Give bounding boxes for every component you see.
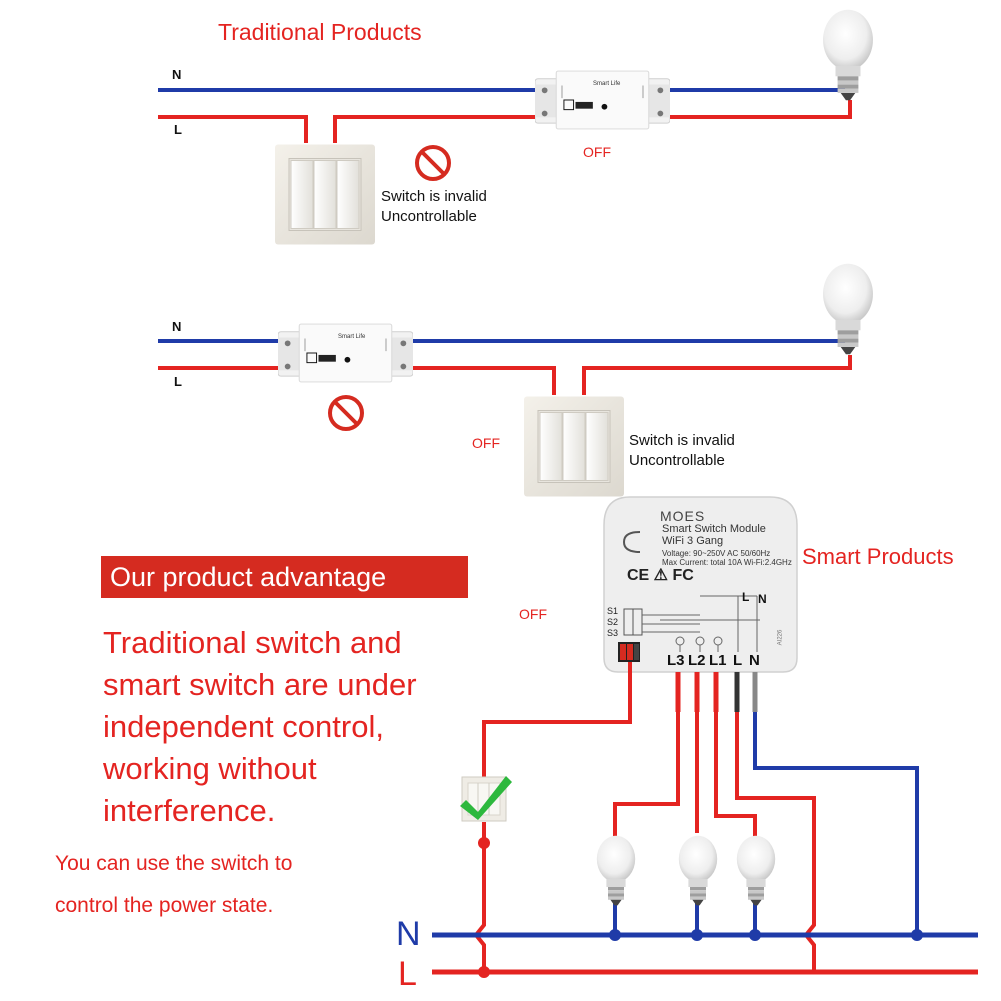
status-off: OFF	[472, 435, 500, 451]
module-spec: Max Current: total 10A Wi-Fi:2.4GHz	[662, 558, 792, 567]
relay-brand: Smart Life	[593, 81, 621, 87]
junction-dot	[691, 929, 703, 941]
light-bulb-icon	[596, 835, 636, 906]
scenario-2	[158, 263, 873, 498]
switched-live-wire	[410, 366, 556, 395]
live-bus-label: L	[398, 955, 417, 993]
model-code: AI226	[777, 629, 784, 646]
invalid-note-line2: Uncontrollable	[629, 452, 725, 469]
switch-input-s1: S1	[607, 606, 619, 616]
switched-live-wire	[333, 115, 538, 143]
live-label: L	[174, 374, 182, 389]
invalid-note-line1: Switch is invalid	[629, 432, 735, 449]
invalid-note-line1: Switch is invalid	[381, 188, 487, 205]
top-terminal-l: L	[742, 590, 750, 604]
neutral-label: N	[172, 67, 182, 82]
advantage-line: smart switch are under	[103, 667, 417, 702]
terminal-l2: L2	[688, 652, 706, 669]
switch-input-wire	[482, 662, 632, 778]
wifi-relay	[535, 70, 670, 130]
terminal-l1: L1	[709, 652, 727, 669]
wall-switch-icon	[524, 395, 624, 498]
junction-dot	[609, 929, 621, 941]
smart-switch-module	[603, 496, 798, 673]
status-off: OFF	[519, 606, 547, 622]
module-spec: Voltage: 90~250V AC 50/60Hz	[662, 549, 771, 558]
usage-line: You can use the switch to	[55, 852, 293, 875]
terminal-l3: L3	[667, 652, 685, 669]
light-bulb-icon	[823, 9, 873, 101]
module-gang: WiFi 3 Gang	[662, 535, 724, 547]
l-supply-wire	[735, 712, 816, 972]
switch-input-s2: S2	[607, 617, 619, 627]
advantage-line: Traditional switch and	[103, 625, 402, 660]
relay-brand: Smart Life	[338, 334, 366, 340]
junction-dot	[478, 837, 490, 849]
neutral-label: N	[172, 319, 182, 334]
wall-switch-icon	[461, 776, 507, 822]
usage-line: control the power state.	[55, 894, 274, 917]
advantage-line: independent control,	[103, 709, 384, 744]
scenario-1	[158, 9, 873, 246]
prohibited-icon	[415, 145, 451, 181]
l1-load-wire	[714, 712, 757, 840]
switch-input-s3: S3	[607, 628, 619, 638]
advantage-line: working without	[103, 751, 317, 786]
invalid-note: Switch is invalid Uncontrollable	[629, 431, 735, 471]
top-terminal-n: N	[758, 592, 767, 606]
advantage-banner: Our product advantage	[101, 556, 468, 598]
terminal-n: N	[749, 652, 760, 669]
n-supply-wire	[753, 712, 919, 935]
live-label: L	[174, 122, 182, 137]
smart-products-title: Smart Products	[802, 544, 954, 569]
junction-dot	[478, 966, 490, 978]
invalid-note-line2: Uncontrollable	[381, 208, 477, 225]
certification-marks: CE ⚠ FC	[627, 567, 694, 584]
junction-dot	[911, 929, 923, 941]
advantage-description: Traditional switch and smart switch are …	[103, 622, 483, 832]
wall-switch-icon	[275, 143, 375, 246]
light-bulb-icon	[678, 835, 718, 906]
load-wire	[582, 355, 852, 395]
check-icon	[460, 776, 512, 820]
l3-load-wire	[613, 712, 680, 845]
junction-dot	[749, 929, 761, 941]
smart-wiring	[432, 496, 978, 978]
status-off: OFF	[583, 144, 611, 160]
light-bulb-icon	[736, 835, 776, 906]
neutral-bus-label: N	[396, 915, 421, 953]
module-name: Smart Switch Module	[662, 523, 766, 535]
usage-note: You can use the switch to control the po…	[55, 843, 415, 927]
terminal-l: L	[733, 652, 743, 669]
wifi-relay	[278, 323, 413, 383]
load-wire	[670, 100, 852, 119]
invalid-note: Switch is invalid Uncontrollable	[381, 187, 487, 227]
prohibited-icon	[328, 395, 364, 431]
module-brand-logo: MOES	[660, 508, 706, 524]
traditional-products-title: Traditional Products	[218, 19, 422, 45]
live-wire	[158, 115, 308, 143]
advantage-line: interference.	[103, 793, 276, 828]
